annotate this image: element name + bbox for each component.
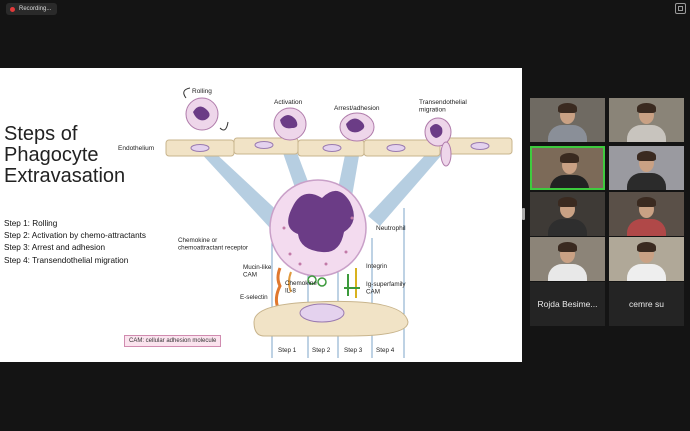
step-item-4: Step 4: Transendothelial migration	[4, 255, 129, 265]
participant-body	[627, 173, 666, 190]
participant-body	[548, 219, 587, 236]
participant-name-tile[interactable]: cemre su	[609, 282, 684, 326]
cam-note: CAM: cellular adhesion molecule	[124, 335, 222, 347]
panel-resize-handle[interactable]	[522, 208, 525, 220]
neutrophil-cell	[269, 179, 367, 277]
rolling-cell	[185, 97, 219, 131]
label-eselectin: E-selectin	[240, 294, 268, 301]
step-label-4: Step 4	[376, 347, 395, 354]
participant-video-tile[interactable]	[609, 146, 684, 190]
participant-body	[627, 219, 666, 236]
participant-hair	[560, 153, 579, 163]
shared-screen-slide: Steps of Phagocyte Extravasation Step 1:…	[0, 68, 522, 362]
recording-label: Recording...	[19, 6, 52, 12]
participant-video-tile[interactable]	[530, 237, 605, 281]
participant-hair	[558, 242, 577, 252]
participant-video-tile[interactable]	[609, 237, 684, 281]
participant-hair	[637, 242, 656, 252]
participant-video-tile[interactable]	[609, 98, 684, 142]
label-integrin: Integrin	[366, 263, 388, 270]
view-options-icon[interactable]	[675, 3, 686, 14]
extravasation-diagram: Rolling Activation Arrest/adhesion Trans…	[118, 87, 513, 358]
participant-video-tile[interactable]	[530, 146, 605, 190]
step-item-3: Step 3: Arrest and adhesion	[4, 243, 106, 253]
stage-label-arrest: Arrest/adhesion	[334, 105, 380, 112]
participant-body	[548, 264, 587, 281]
participant-video-tile[interactable]	[609, 192, 684, 236]
participant-hair	[558, 197, 577, 207]
label-endothelium: Endothelium	[118, 145, 154, 152]
label-neutrophil: Neutrophil	[376, 225, 406, 232]
step-label-3: Step 3	[344, 347, 363, 354]
participant-video-tile[interactable]	[530, 192, 605, 236]
stage-label-activation: Activation	[274, 99, 303, 106]
recording-indicator[interactable]: Recording...	[6, 3, 58, 15]
participant-body	[550, 175, 589, 188]
migrating-cell	[424, 117, 452, 167]
participant-hair	[637, 151, 656, 161]
step-label-1: Step 1	[278, 347, 297, 354]
participant-video-tile[interactable]	[530, 98, 605, 142]
participant-name-tile[interactable]: Rojda Besime...	[530, 282, 605, 326]
participant-name: cemre su	[629, 299, 664, 309]
participant-name: Rojda Besime...	[537, 299, 598, 309]
participant-hair	[558, 103, 577, 113]
participant-hair	[637, 197, 656, 207]
slide-title: Steps of Phagocyte Extravasation	[4, 123, 126, 187]
steps-list: Step 1: Rolling Step 2: Activation by ch…	[4, 218, 146, 267]
record-dot-icon	[10, 6, 15, 12]
participant-body	[627, 125, 666, 142]
rotation-arrow-icon-2	[219, 121, 229, 131]
stage-label-rolling: Rolling	[192, 88, 212, 95]
participant-hair	[637, 103, 656, 113]
step-item-2: Step 2: Activation by chemo-attractants	[4, 231, 146, 241]
step-item-1: Step 1: Rolling	[4, 219, 58, 228]
step-label-2: Step 2	[312, 347, 331, 354]
activation-cell	[273, 107, 307, 141]
arrest-cell	[339, 112, 375, 142]
participant-body	[627, 264, 666, 281]
endothelial-cell	[253, 300, 409, 337]
endothelium-layer	[165, 137, 513, 157]
beam-1	[198, 150, 285, 228]
participant-body	[548, 125, 587, 142]
rotation-arrow-icon	[183, 87, 191, 99]
beam-4	[368, 150, 446, 226]
